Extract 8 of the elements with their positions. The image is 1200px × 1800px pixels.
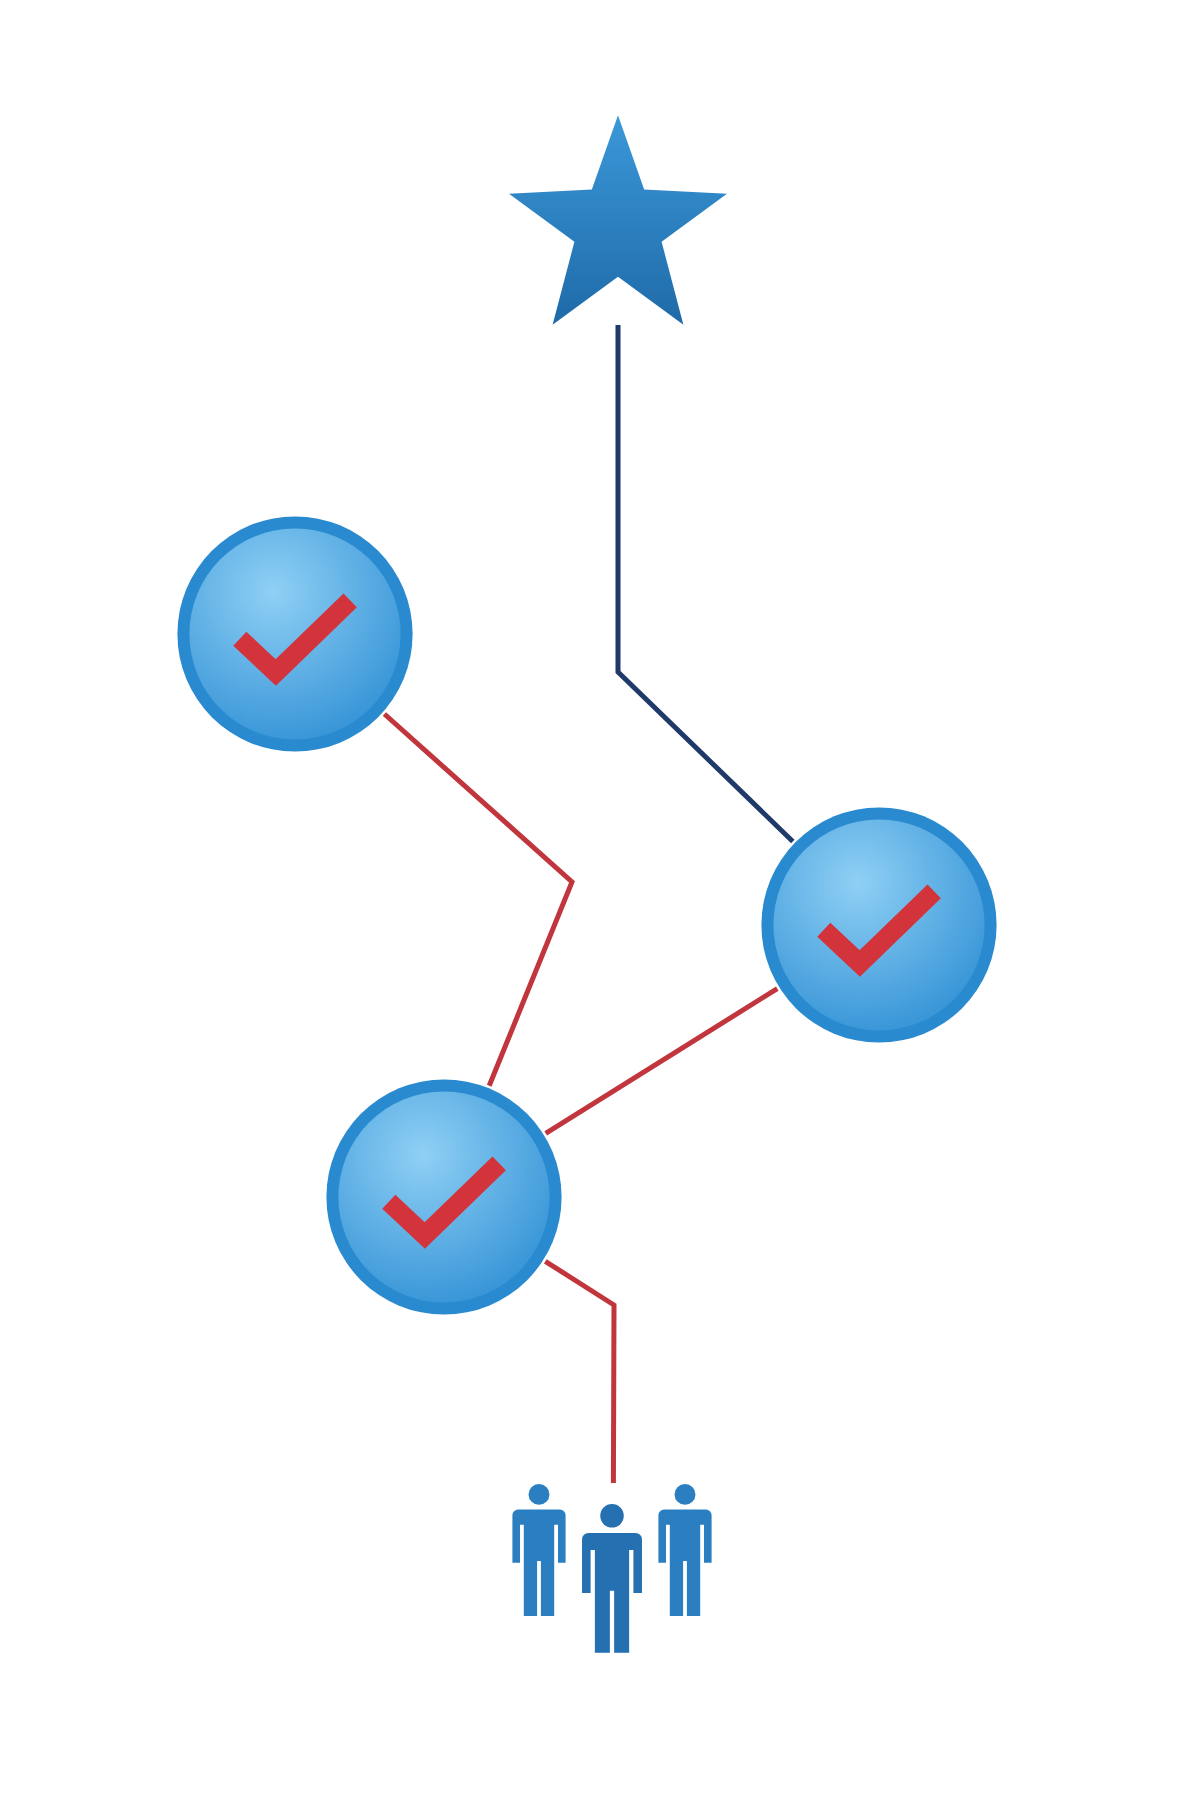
connector-line [382,712,575,1087]
checkmark-circle [759,805,999,1045]
connector-line [615,325,795,844]
star-icon [509,115,727,325]
checkmark-circle [175,514,415,754]
checkmark-circle [324,1077,564,1317]
connector-line [544,986,779,1136]
connector-line [543,1259,617,1483]
